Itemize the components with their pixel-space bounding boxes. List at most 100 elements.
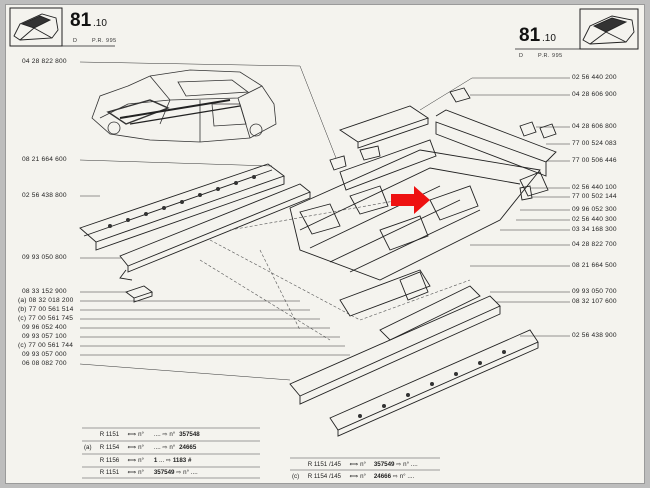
part-label: 09 93 050 700 bbox=[572, 288, 617, 295]
part-label: 02 56 440 300 bbox=[572, 216, 617, 223]
double-arrow-icon: ⟺ bbox=[127, 444, 137, 451]
part-label: 04 28 606 800 bbox=[572, 123, 617, 130]
table-row: R 1151 /145 ⟺ n° 357549 ⇨ n° .... bbox=[292, 461, 418, 468]
dots: .... bbox=[407, 473, 415, 480]
dots: .... bbox=[410, 461, 418, 468]
part-label: 02 56 440 100 bbox=[572, 184, 617, 191]
table-n1: n° bbox=[360, 473, 366, 480]
part-label: 09 96 052 300 bbox=[572, 206, 617, 213]
page-code-pr-left: P.R. 995 bbox=[92, 38, 117, 44]
dots: .... bbox=[153, 431, 161, 438]
table-n2: 1 bbox=[153, 457, 158, 464]
double-arrow-icon: ⟺ bbox=[127, 457, 137, 464]
part-label: 04 28 606 900 bbox=[572, 91, 617, 98]
dots: .... bbox=[190, 469, 198, 476]
header-right-box bbox=[515, 8, 639, 50]
part-label: 09 93 050 800 bbox=[22, 254, 67, 261]
part-label: 77 00 502 144 bbox=[572, 193, 617, 200]
table-model: R 1154 bbox=[99, 444, 120, 451]
part-label: 02 56 440 200 bbox=[572, 74, 617, 81]
part-label: (b) 77 00 561 514 bbox=[18, 306, 74, 313]
part-label: 02 56 438 800 bbox=[22, 192, 67, 199]
table-n1: n° bbox=[360, 461, 366, 468]
part-label: 08 21 664 500 bbox=[572, 262, 617, 269]
table-n2: 357549 bbox=[373, 461, 395, 468]
part-label: 09 93 057 100 bbox=[22, 333, 67, 340]
right-arrow-icon: ⇨ bbox=[165, 457, 172, 464]
table-row: R 1156 ⟺ n° 1 ... ⇨ 1183 # bbox=[84, 457, 192, 464]
part-label: 77 00 524 083 bbox=[572, 140, 617, 147]
left-lower-rail bbox=[119, 183, 311, 281]
table-model: R 1151 bbox=[99, 431, 120, 438]
page-number-right: 81 bbox=[519, 25, 541, 46]
rear-tray bbox=[338, 105, 430, 149]
part-label: 02 56 438 900 bbox=[572, 332, 617, 339]
table-row: R 1151 ⟺ n° 357549 ⇨ n° .... bbox=[84, 469, 198, 476]
table-value: n° bbox=[399, 473, 406, 480]
car-thumbnail-icon bbox=[13, 13, 59, 41]
part-label: 03 34 168 300 bbox=[572, 226, 617, 233]
car-thumbnail-icon bbox=[582, 15, 635, 45]
red-arrow-icon bbox=[391, 186, 430, 214]
table-model: R 1156 bbox=[99, 457, 120, 464]
page-code-pr-right: P.R. 995 bbox=[538, 53, 563, 59]
table-value: 1183 # bbox=[172, 457, 192, 464]
front-sill bbox=[289, 295, 539, 437]
part-label: 77 00 506 446 bbox=[572, 157, 617, 164]
part-label: 08 32 107 600 bbox=[572, 298, 617, 305]
table-prefix: (a) bbox=[84, 444, 92, 451]
page-code-d-right: D bbox=[519, 53, 524, 59]
inner-sill bbox=[339, 269, 481, 341]
double-arrow-icon: ⟺ bbox=[127, 469, 137, 476]
table-n2: n° bbox=[169, 444, 176, 451]
table-n1: n° bbox=[138, 431, 144, 438]
dots: ... bbox=[159, 457, 165, 464]
table-row: R 1151 ⟺ n° .... ⇨ n° 357548 bbox=[84, 431, 200, 438]
part-label: (c) 77 00 561 744 bbox=[18, 342, 74, 349]
right-arrow-icon: ⇨ bbox=[392, 473, 398, 480]
table-model: R 1151 bbox=[99, 469, 120, 476]
right-arrow-icon: ⇨ bbox=[176, 469, 182, 476]
part-label: 06 08 082 700 bbox=[22, 360, 67, 367]
part-label: (c) 77 00 561 745 bbox=[18, 315, 74, 322]
table-value: n° bbox=[183, 469, 190, 476]
part-label: 09 96 052 400 bbox=[22, 324, 67, 331]
left-side-sill bbox=[79, 163, 285, 251]
assembly-guides bbox=[199, 199, 471, 341]
floor-assembly bbox=[289, 139, 541, 281]
right-arrow-icon: ⇨ bbox=[162, 431, 168, 438]
part-label: 04 28 822 700 bbox=[572, 241, 617, 248]
table-value: 357548 bbox=[179, 431, 200, 438]
table-n2: 357549 bbox=[153, 469, 175, 476]
table-model: R 1154 /145 bbox=[307, 473, 341, 480]
part-label: 08 21 664 600 bbox=[22, 156, 67, 163]
table-n1: n° bbox=[138, 444, 144, 451]
page-suffix-left: .10 bbox=[93, 18, 107, 29]
header-left-box bbox=[9, 7, 115, 47]
table-model: R 1151 /145 bbox=[307, 461, 341, 468]
dots: .... bbox=[153, 444, 161, 451]
part-label: 04 28 822 800 bbox=[22, 58, 67, 65]
right-arrow-icon: ⇨ bbox=[162, 444, 168, 451]
part-label: 09 93 057 000 bbox=[22, 351, 67, 358]
right-arrow-icon: ⇨ bbox=[396, 461, 402, 468]
table-prefix: (c) bbox=[292, 473, 300, 480]
page-number-left: 81 bbox=[70, 10, 92, 31]
table-value: 24665 bbox=[179, 444, 197, 451]
clip-parts bbox=[449, 87, 557, 201]
table-value: n° bbox=[403, 461, 410, 468]
right-rail bbox=[435, 109, 557, 197]
double-arrow-icon: ⟺ bbox=[349, 473, 359, 480]
page-code-d-left: D bbox=[73, 38, 78, 44]
table-n2: 24666 bbox=[373, 473, 392, 480]
small-bracket bbox=[125, 285, 153, 303]
double-arrow-icon: ⟺ bbox=[349, 461, 359, 468]
part-label: (a) 08 32 018 200 bbox=[18, 297, 74, 304]
car-body-sketch bbox=[91, 69, 277, 143]
part-label: 08 33 152 900 bbox=[22, 288, 67, 295]
table-rules bbox=[82, 427, 440, 479]
table-row: (c) R 1154 /145 ⟺ n° 24666 ⇨ n° .... bbox=[292, 473, 414, 480]
page-suffix-right: .10 bbox=[542, 33, 556, 44]
leader-lines bbox=[79, 61, 570, 381]
